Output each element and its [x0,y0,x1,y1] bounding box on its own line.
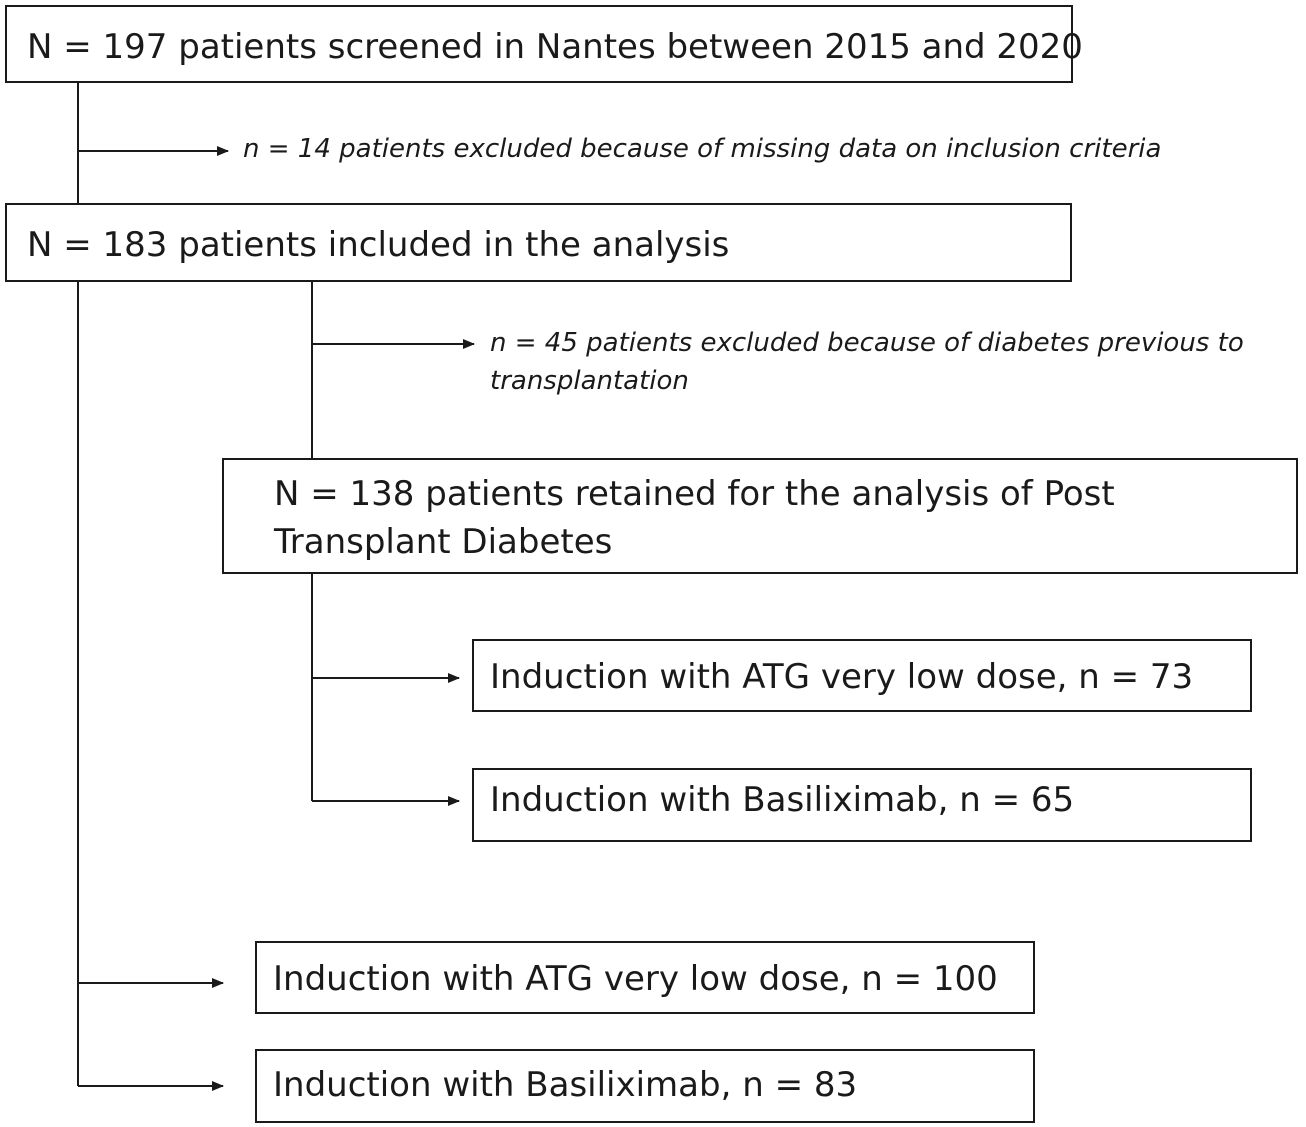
box-ptd-atg: Induction with ATG very low dose, n = 73 [472,639,1252,712]
box-ptd-basiliximab: Induction with Basiliximab, n = 65 [472,768,1252,842]
box-screened: N = 197 patients screened in Nantes betw… [5,5,1083,83]
box-all-basiliximab: Induction with Basiliximab, n = 83 [255,1049,1035,1123]
note-excluded-diabetes: n = 45 patients excluded because of diab… [490,324,1244,400]
box-ptd-basiliximab-text: Induction with Basiliximab, n = 65 [490,780,1075,820]
box-all-basiliximab-text: Induction with Basiliximab, n = 83 [273,1065,858,1105]
box-screened-text: N = 197 patients screened in Nantes betw… [27,27,1083,67]
note-excluded-diabetes-line2: transplantation [490,366,689,396]
box-retained: N = 138 patients retained for the analys… [222,458,1298,574]
box-included-text: N = 183 patients included in the analysi… [27,225,730,265]
box-all-atg-text: Induction with ATG very low dose, n = 10… [273,959,998,999]
box-ptd-atg-text: Induction with ATG very low dose, n = 73 [490,657,1194,697]
box-retained-text: N = 138 patients retained for the analys… [274,474,1115,562]
note-excluded-missing-text: n = 14 patients excluded because of miss… [243,134,1162,164]
box-included: N = 183 patients included in the analysi… [5,203,1072,282]
note-excluded-diabetes-line1: n = 45 patients excluded because of diab… [490,328,1244,358]
box-all-atg: Induction with ATG very low dose, n = 10… [255,941,1035,1014]
note-excluded-missing: n = 14 patients excluded because of miss… [243,130,1161,168]
